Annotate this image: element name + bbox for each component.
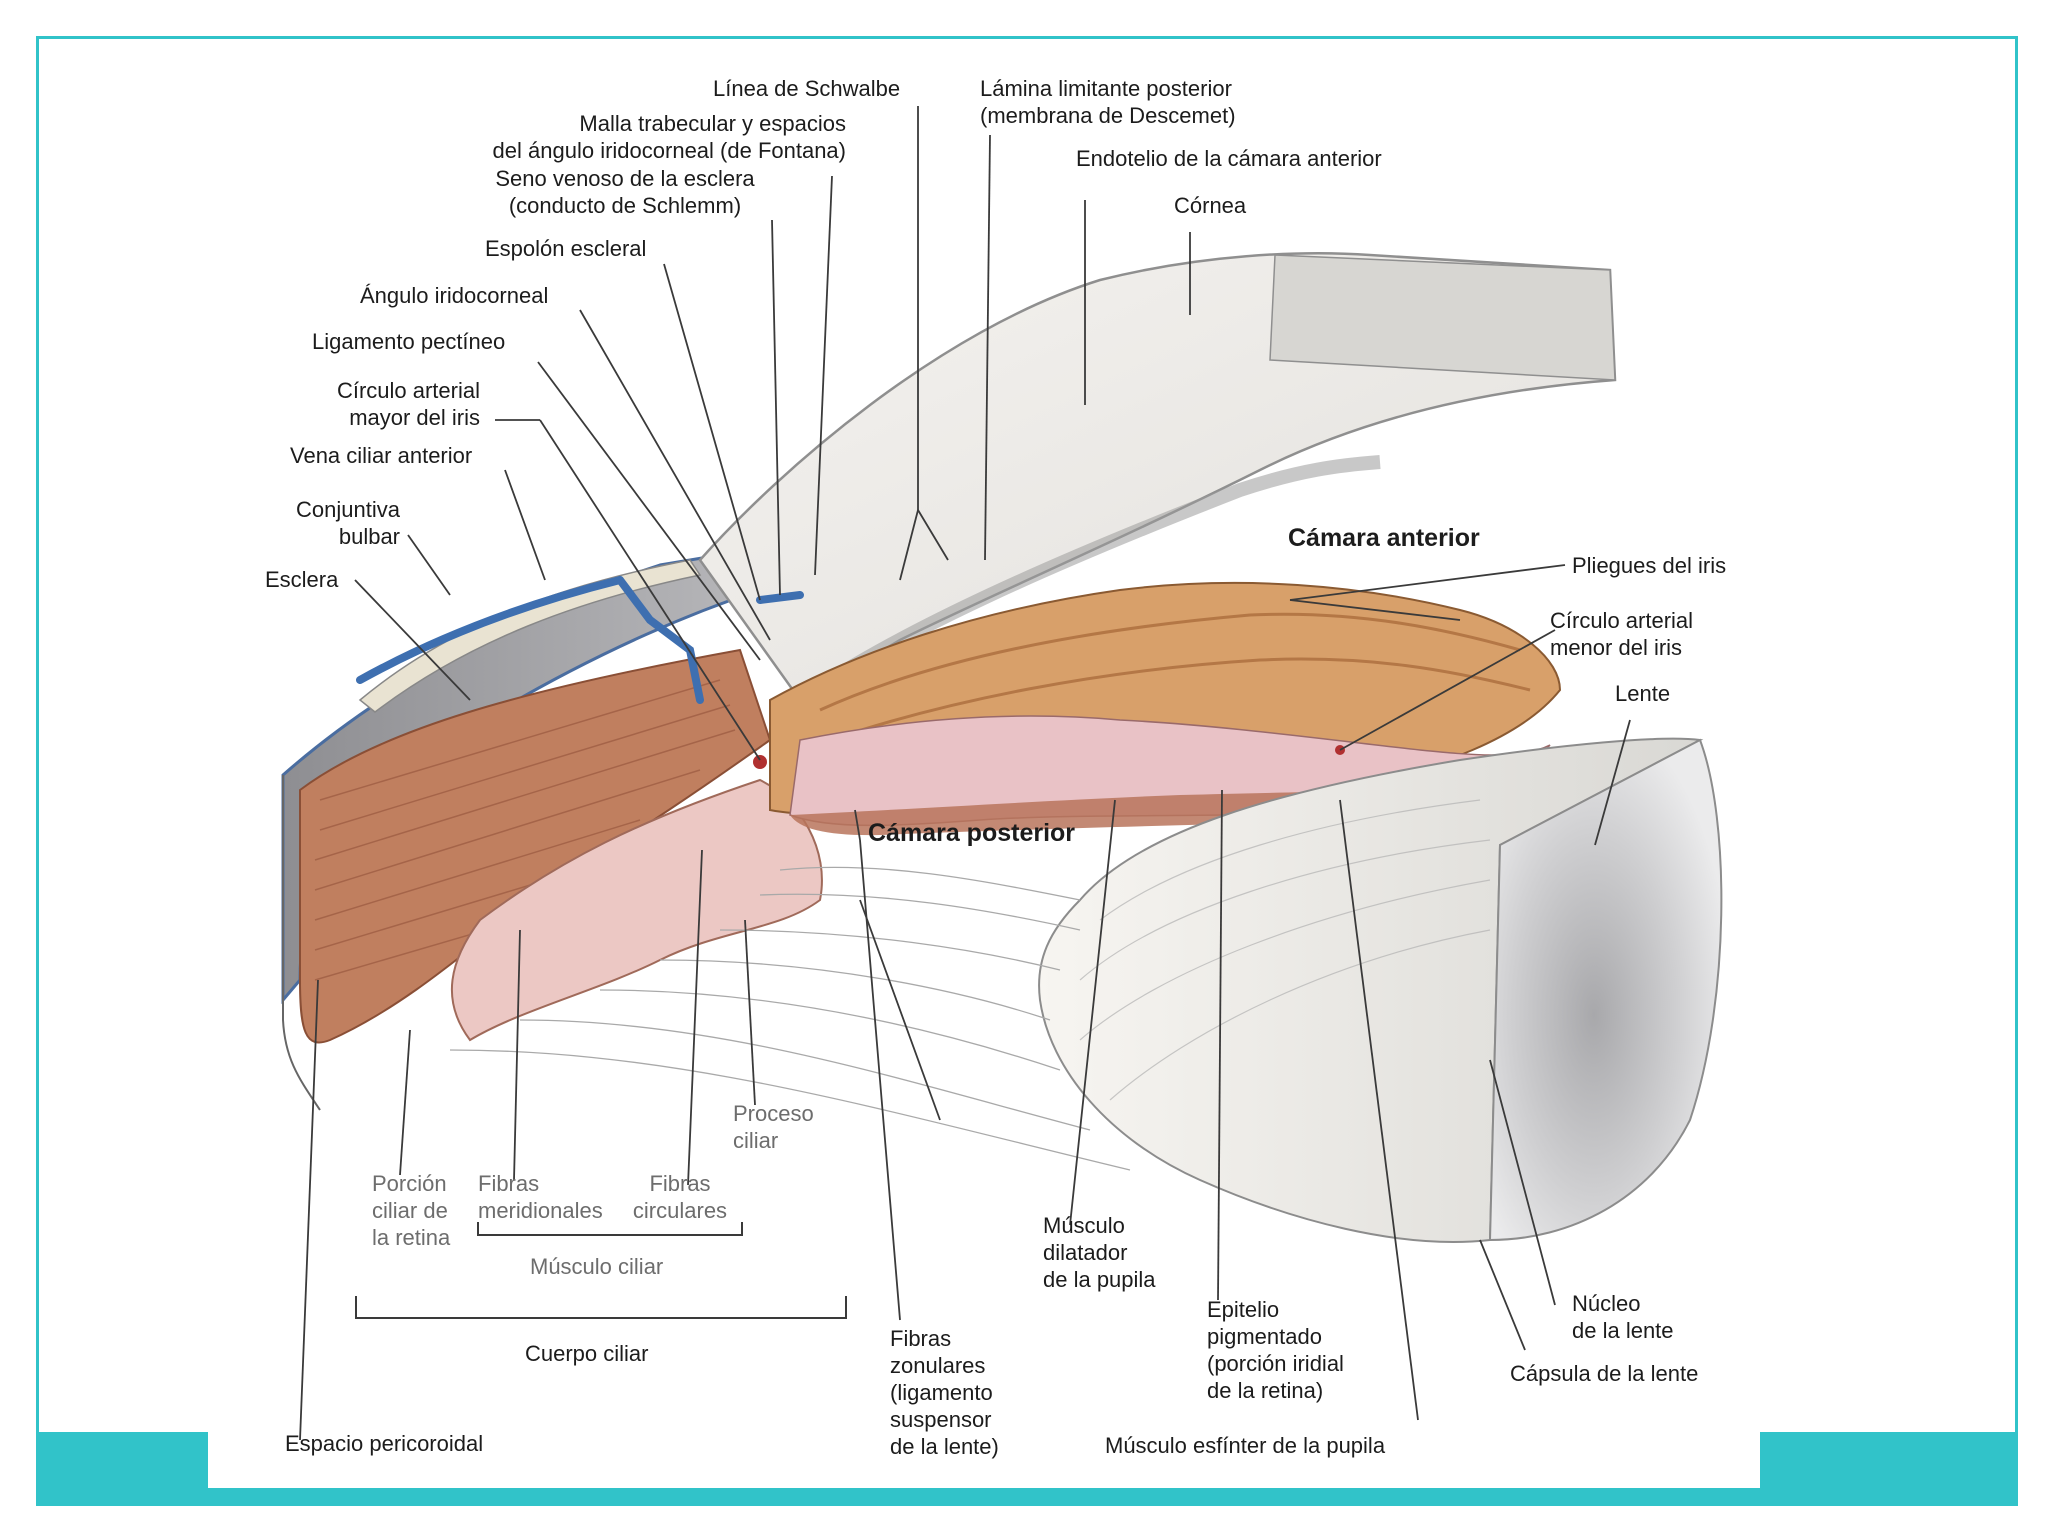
label-fibras-meridionales: Fibras meridionales (478, 1171, 603, 1223)
label-ligamento-pectineo: Ligamento pectíneo (312, 329, 506, 354)
label-musculo-dilatador: Músculo dilatador de la pupila (1043, 1213, 1156, 1292)
musculo-ciliar-bracket (477, 1222, 743, 1236)
label-lamina-limitante: Lámina limitante posterior (membrana de … (980, 76, 1236, 128)
anterior-ciliary-vein (356, 576, 804, 704)
iris-fold-lines (819, 612, 1531, 742)
label-musculo-ciliar: Músculo ciliar (530, 1254, 664, 1279)
label-esclera: Esclera (265, 567, 339, 592)
label-angulo-iridocorneal: Ángulo iridocorneal (360, 283, 549, 308)
label-nucleo-lente: Núcleo de la lente (1572, 1291, 1674, 1343)
footer-band-bottom (36, 1488, 2015, 1503)
label-espacio-pericoroidal: Espacio pericoroidal (285, 1431, 484, 1456)
label-seno-venoso: Seno venoso de la esclera (conducto de S… (495, 166, 755, 218)
label-cuerpo-ciliar: Cuerpo ciliar (525, 1341, 649, 1366)
ciliary-process-shape (450, 778, 823, 1042)
label-camara-anterior: Cámara anterior (1288, 524, 1480, 552)
label-vena-ciliar-anterior: Vena ciliar anterior (290, 443, 473, 468)
label-circulo-arterial-mayor: Círculo arterial mayor del iris (336, 378, 480, 430)
lens-lamellae (1079, 799, 1491, 1101)
label-pliegues-iris: Pliegues del iris (1572, 553, 1727, 578)
label-lente: Lente (1615, 681, 1671, 706)
label-malla-trabecular: Malla trabecular y espacios del ángulo i… (492, 111, 846, 163)
label-endotelio: Endotelio de la cámara anterior (1076, 146, 1382, 171)
label-camara-posterior: Cámara posterior (868, 819, 1076, 847)
leader-lines (299, 106, 1631, 1441)
label-conjuntiva-bulbar: Conjuntiva bulbar (296, 497, 400, 549)
cornea-cut-face (1269, 254, 1616, 381)
label-proceso-ciliar: Proceso ciliar (733, 1101, 814, 1153)
zonular-fibers (449, 866, 1131, 1171)
lens-cut-face (1488, 738, 1723, 1242)
label-cornea: Córnea (1174, 193, 1247, 218)
label-fibras-circulares: Fibras circulares (632, 1171, 728, 1223)
major-arterial-circle (753, 755, 767, 769)
label-circulo-arterial-menor: Círculo arterial menor del iris (1550, 608, 1694, 660)
label-musculo-esfinter: Músculo esfínter de la pupila (1105, 1433, 1386, 1458)
label-fibras-zonulares: Fibras zonulares (ligamento suspensor de… (890, 1326, 999, 1459)
label-linea-schwalbe: Línea de Schwalbe (713, 76, 901, 101)
label-porcion-ciliar-retina: Porción ciliar de la retina (372, 1171, 451, 1250)
label-espolon-escleral: Espolón escleral (485, 236, 647, 261)
label-capsula-lente: Cápsula de la lente (1510, 1361, 1699, 1386)
cuerpo-ciliar-bracket (355, 1296, 847, 1319)
label-epitelio-pigmentado: Epitelio pigmentado (porción iridial de … (1207, 1297, 1344, 1403)
